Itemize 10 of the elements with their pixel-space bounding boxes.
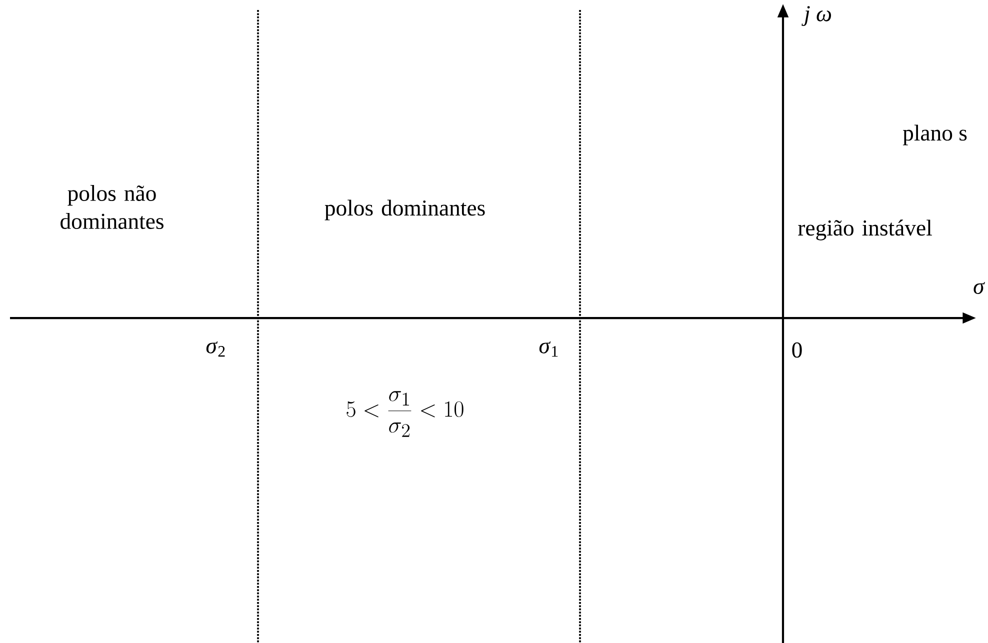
region-label: polos dominantes (324, 200, 485, 220)
pole-label: σ$_{2}$ (206, 341, 225, 357)
ratio-formula: $5 < \frac{\sigma_1}{\sigma_2} < 10$ (346, 391, 464, 437)
origin-label: 0 (792, 342, 802, 358)
plane-label: plano s (902, 124, 967, 146)
region-label: região instável (798, 220, 932, 240)
axis-label: σ (974, 282, 985, 294)
pole-label: σ$_{1}$ (539, 341, 558, 357)
axis-label: j ω (802, 6, 831, 26)
region-label: polos não dominantes (60, 185, 164, 229)
